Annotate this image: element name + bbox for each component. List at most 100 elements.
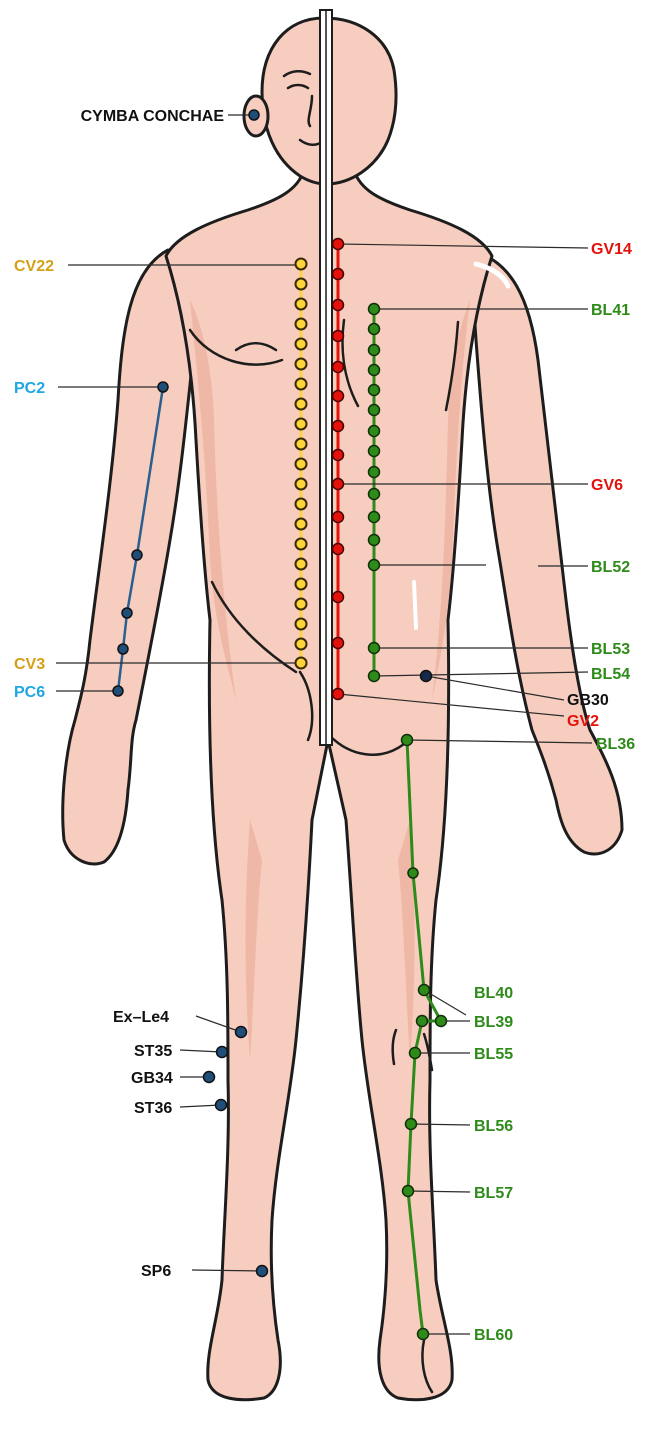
point-bl-thigh[interactable] (408, 868, 418, 878)
point-gv[interactable] (333, 269, 344, 280)
point-cv3[interactable] (296, 658, 307, 669)
point-bl54[interactable] (369, 671, 380, 682)
point-ex-le4[interactable] (236, 1027, 247, 1038)
point-bl[interactable] (369, 489, 380, 500)
point-gv2[interactable] (333, 689, 344, 700)
label-bl52: BL52 (591, 559, 630, 576)
point-cv[interactable] (296, 359, 307, 370)
point-cv[interactable] (296, 639, 307, 650)
point-cv[interactable] (296, 579, 307, 590)
point-bl[interactable] (369, 365, 380, 376)
point-st35[interactable] (217, 1047, 228, 1058)
label-st35: ST35 (134, 1043, 172, 1060)
label-pc6: PC6 (14, 684, 45, 701)
point-gv[interactable] (333, 362, 344, 373)
point-gv[interactable] (333, 450, 344, 461)
point-cv[interactable] (296, 539, 307, 550)
point-bl55[interactable] (410, 1048, 421, 1059)
point-bl39[interactable] (436, 1016, 447, 1027)
point-cv[interactable] (296, 459, 307, 470)
point-gv[interactable] (333, 391, 344, 402)
point-gb34[interactable] (204, 1072, 215, 1083)
point-bl[interactable] (369, 385, 380, 396)
point-bl60[interactable] (418, 1329, 429, 1340)
point-gv[interactable] (333, 544, 344, 555)
label-bl41: BL41 (591, 302, 630, 319)
point-bl-knee[interactable] (417, 1016, 428, 1027)
label-cymba-conchae: CYMBA CONCHAE (81, 108, 225, 125)
label-bl60: BL60 (474, 1327, 513, 1344)
label-bl56: BL56 (474, 1118, 513, 1135)
point-cv22[interactable] (296, 259, 307, 270)
label-bl57: BL57 (474, 1185, 513, 1202)
point-bl[interactable] (369, 446, 380, 457)
point-gv[interactable] (333, 638, 344, 649)
label-st36: ST36 (134, 1100, 172, 1117)
point-bl[interactable] (369, 405, 380, 416)
point-gv[interactable] (333, 300, 344, 311)
point-pc-c[interactable] (118, 644, 128, 654)
point-cv[interactable] (296, 499, 307, 510)
point-cymba-conchae[interactable] (249, 110, 259, 120)
point-bl[interactable] (369, 467, 380, 478)
point-bl57[interactable] (403, 1186, 414, 1197)
point-bl41[interactable] (369, 304, 380, 315)
point-bl[interactable] (369, 426, 380, 437)
label-cv22: CV22 (14, 258, 54, 275)
point-bl56[interactable] (406, 1119, 417, 1130)
point-pc-b[interactable] (122, 608, 132, 618)
point-cv[interactable] (296, 399, 307, 410)
point-cv[interactable] (296, 559, 307, 570)
right-arm (470, 250, 622, 854)
label-gb30: GB30 (567, 692, 609, 709)
point-cv[interactable] (296, 439, 307, 450)
point-cv[interactable] (296, 519, 307, 530)
point-bl36[interactable] (402, 735, 413, 746)
label-sp6: SP6 (141, 1263, 171, 1280)
label-bl40: BL40 (474, 985, 513, 1002)
label-bl36: BL36 (596, 736, 635, 753)
points-cv (296, 259, 307, 669)
point-sp6[interactable] (257, 1266, 268, 1277)
point-bl[interactable] (369, 324, 380, 335)
point-gv[interactable] (333, 331, 344, 342)
point-cv[interactable] (296, 619, 307, 630)
label-bl53: BL53 (591, 641, 630, 658)
point-gv[interactable] (333, 421, 344, 432)
label-ex-le4: Ex–Le4 (113, 1009, 169, 1026)
point-cv[interactable] (296, 379, 307, 390)
point-cv[interactable] (296, 479, 307, 490)
label-gv2: GV2 (567, 713, 599, 730)
point-bl40[interactable] (419, 985, 430, 996)
label-bl39: BL39 (474, 1014, 513, 1031)
label-pc2: PC2 (14, 380, 45, 397)
point-pc2[interactable] (158, 382, 168, 392)
point-cv[interactable] (296, 419, 307, 430)
point-bl53[interactable] (369, 643, 380, 654)
left-arm (63, 250, 196, 864)
point-bl[interactable] (369, 345, 380, 356)
point-gv6[interactable] (333, 479, 344, 490)
point-bl52[interactable] (369, 560, 380, 571)
point-gv[interactable] (333, 592, 344, 603)
point-bl[interactable] (369, 535, 380, 546)
point-pc-a[interactable] (132, 550, 142, 560)
point-cv[interactable] (296, 319, 307, 330)
point-cv[interactable] (296, 599, 307, 610)
point-pc6[interactable] (113, 686, 123, 696)
point-gv[interactable] (333, 512, 344, 523)
label-cv3: CV3 (14, 656, 45, 673)
point-cv[interactable] (296, 339, 307, 350)
point-st36[interactable] (216, 1100, 227, 1111)
label-gv14: GV14 (591, 241, 632, 258)
point-bl[interactable] (369, 512, 380, 523)
point-cv[interactable] (296, 299, 307, 310)
point-cv[interactable] (296, 279, 307, 290)
point-gb30[interactable] (421, 671, 432, 682)
body-figure (63, 10, 622, 1400)
label-gb34: GB34 (131, 1070, 173, 1087)
point-gv14[interactable] (333, 239, 344, 250)
label-gv6: GV6 (591, 477, 623, 494)
label-bl55: BL55 (474, 1046, 513, 1063)
